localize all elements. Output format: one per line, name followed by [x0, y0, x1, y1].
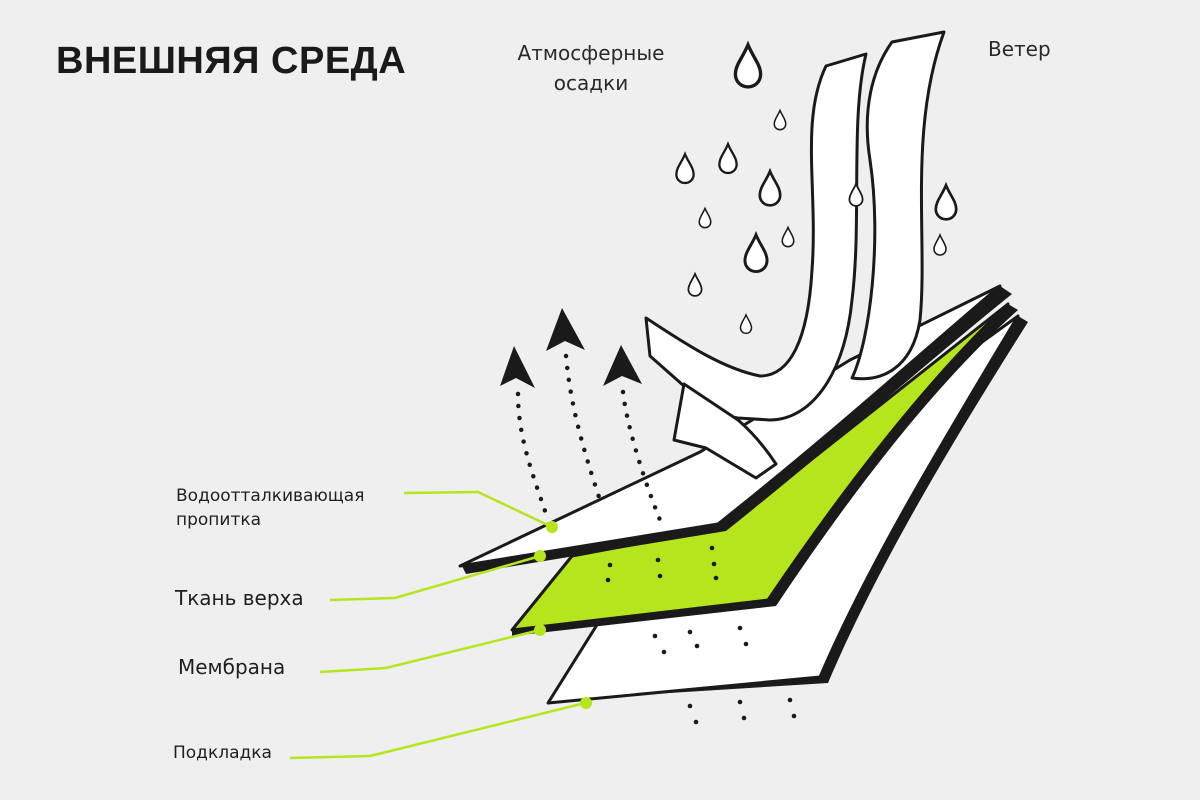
impregnation-label: Водоотталкивающая пропитка	[176, 486, 365, 530]
page-title: ВНЕШНЯЯ СРЕДА	[56, 40, 407, 82]
precipitation-label: Атмосферные осадки	[517, 41, 665, 95]
leader-dots	[534, 521, 592, 709]
wind-label: Ветер	[988, 37, 1051, 61]
leader-lines	[289, 490, 586, 760]
wind-stream-icon	[644, 30, 946, 480]
lining-label: Подкладка	[173, 743, 272, 763]
vapor-arrow-icon	[500, 308, 797, 725]
membrane-layer	[510, 302, 1018, 636]
outer-fabric-label: Ткань верха	[175, 586, 304, 610]
membrane-label: Мембрана	[178, 655, 286, 679]
